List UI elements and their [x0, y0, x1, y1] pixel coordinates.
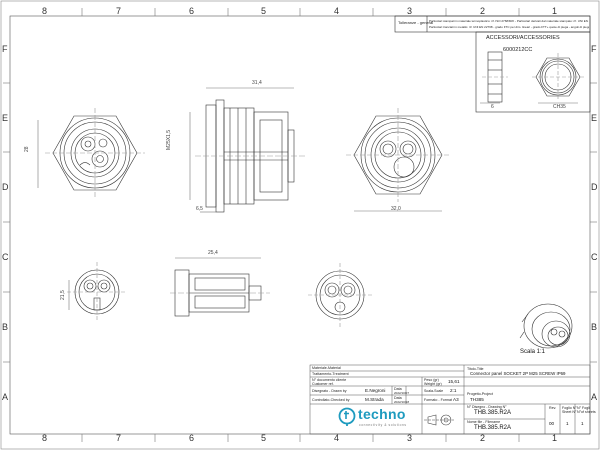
zone-label-top: 1	[552, 6, 558, 16]
filename: THB.385.R2A	[474, 425, 512, 431]
dimension-diameter: 28	[24, 146, 30, 152]
zone-label-right: A	[591, 392, 598, 402]
rev-value: 00	[549, 421, 555, 426]
zone-label-right: B	[591, 322, 598, 332]
dimension-insert-height: 21,5	[60, 290, 66, 300]
drawing-number: THB.385.R2A	[474, 410, 512, 416]
logo-mark-icon	[338, 407, 356, 426]
tolerance-label: Tolleranze - general	[398, 20, 434, 25]
sheets-value: 1	[581, 421, 584, 426]
sheet-value: 1	[566, 421, 569, 426]
zone-label-top: 6	[189, 6, 195, 16]
treatment-label: Trattamento-Treatment	[312, 372, 349, 376]
techno-logo: techno connectivity & solutions	[338, 405, 420, 431]
zone-label-bottom: 8	[42, 433, 48, 443]
filename-label: Nome file - Filename	[467, 420, 501, 424]
dimension-insert-length: 25,4	[208, 250, 218, 256]
zone-label-top: 8	[42, 6, 48, 16]
drawn-by-value: E.Negroni	[365, 388, 386, 393]
logo-tagline: connectivity & solutions	[359, 423, 407, 427]
tolerance-line-1: Particolari stampati in materiale termop…	[429, 19, 589, 23]
zone-label-top: 5	[261, 6, 267, 16]
title-label: Titolo-Title	[467, 367, 484, 371]
zone-label-left: A	[2, 392, 9, 402]
sheets-label-en: N°of sheets	[577, 410, 596, 414]
zone-label-bottom: 1	[552, 433, 558, 443]
accessory-code: 6000212CC	[503, 47, 533, 53]
accessory-dim-right: CH35	[553, 104, 566, 110]
dimension-flange: 6,5	[196, 206, 203, 212]
checked-date-label: Data	[394, 396, 402, 400]
project-label: Progetto-Project	[467, 392, 493, 396]
sheet-label-en: Sheet N°	[562, 410, 577, 414]
checked-date-value: 2022/10/18	[394, 400, 410, 404]
zone-label-bottom: 6	[189, 433, 195, 443]
zone-label-left: C	[2, 252, 9, 262]
format-label: Formato - Format	[424, 398, 452, 402]
scale-value: 2:1	[450, 388, 457, 393]
rev-label: Rev.	[549, 406, 557, 410]
accessory-dim-left: 6	[491, 104, 494, 110]
zone-label-right: C	[591, 252, 598, 262]
weight-value: 15,61	[448, 379, 460, 384]
title-value: Connector panel SOCKET 2P M25 SCREW IP69	[470, 371, 566, 376]
zone-label-bottom: 7	[116, 433, 122, 443]
logo-text: techno	[358, 406, 406, 422]
zone-label-top: 3	[407, 6, 413, 16]
checked-by-value: M.Strada	[365, 397, 384, 402]
zone-label-right: D	[591, 182, 598, 192]
scale-label: Scala-Scale	[424, 389, 444, 393]
zone-label-top: 2	[480, 6, 486, 16]
zone-label-bottom: 3	[407, 433, 413, 443]
scale-note: Scala 1:1	[520, 349, 546, 355]
zone-label-right: F	[591, 44, 597, 54]
zone-label-left: D	[2, 182, 9, 192]
accessory-title: ACCESSORI/ACCESSORIES	[486, 35, 560, 41]
customer-ref-label: Customer ref.	[312, 382, 334, 386]
weight-label: Peso (gr)	[424, 378, 439, 382]
zone-label-bottom: 2	[480, 433, 486, 443]
zone-label-left: F	[2, 44, 8, 54]
checked-by-label: Controllato-Checked by	[312, 398, 350, 402]
material-label: Materiale-Material	[312, 366, 341, 370]
dimension-overall-length: 31,4	[252, 80, 262, 86]
tolerance-line-2: Particolari tranciati in metallo: rif. U…	[429, 25, 589, 29]
weight-label-en: Weight (gr)	[424, 382, 442, 386]
dimension-hex: 32,0	[391, 206, 401, 212]
dimension-thread: M25X1,5	[166, 129, 172, 150]
drawn-date-value: 2022/10/07	[394, 391, 410, 395]
format-value: A3	[453, 397, 459, 402]
zone-label-right: E	[591, 113, 598, 123]
zone-label-left: E	[2, 113, 9, 123]
zone-label-left: B	[2, 322, 9, 332]
zone-label-bottom: 5	[261, 433, 267, 443]
customer-doc-label: N° documento cliente	[312, 378, 347, 382]
sheets-label: N° Fogli	[577, 406, 590, 410]
project-value: TH385	[470, 397, 484, 402]
zone-label-top: 4	[334, 6, 340, 16]
drawn-date-label: Data	[394, 387, 402, 391]
zone-label-bottom: 4	[334, 433, 340, 443]
drawn-by-label: Disegnato - Drawn by	[312, 389, 347, 393]
drawing-number-label: N° Disegno - Drawing N°	[467, 405, 507, 409]
sheet-label: Foglio N°	[562, 406, 577, 410]
zone-label-top: 7	[116, 6, 122, 16]
